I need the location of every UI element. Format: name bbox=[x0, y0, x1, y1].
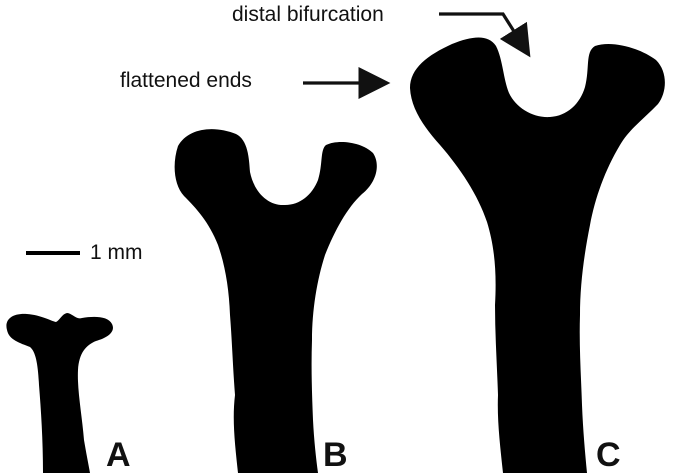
distal-bifurcation-arrow bbox=[439, 12, 531, 58]
bone-silhouette-b bbox=[174, 129, 377, 473]
panel-letter-b: B bbox=[323, 436, 348, 473]
bone-silhouette-a bbox=[6, 313, 113, 473]
scale-bar bbox=[26, 251, 80, 255]
panel-letter-a: A bbox=[106, 436, 131, 473]
bone-silhouette-c bbox=[410, 37, 665, 473]
panel-letter-c: C bbox=[596, 436, 621, 473]
scale-bar-label: 1 mm bbox=[90, 241, 143, 264]
distal-bifurcation-label: distal bifurcation bbox=[232, 3, 384, 26]
flattened-ends-label: flattened ends bbox=[120, 69, 252, 92]
